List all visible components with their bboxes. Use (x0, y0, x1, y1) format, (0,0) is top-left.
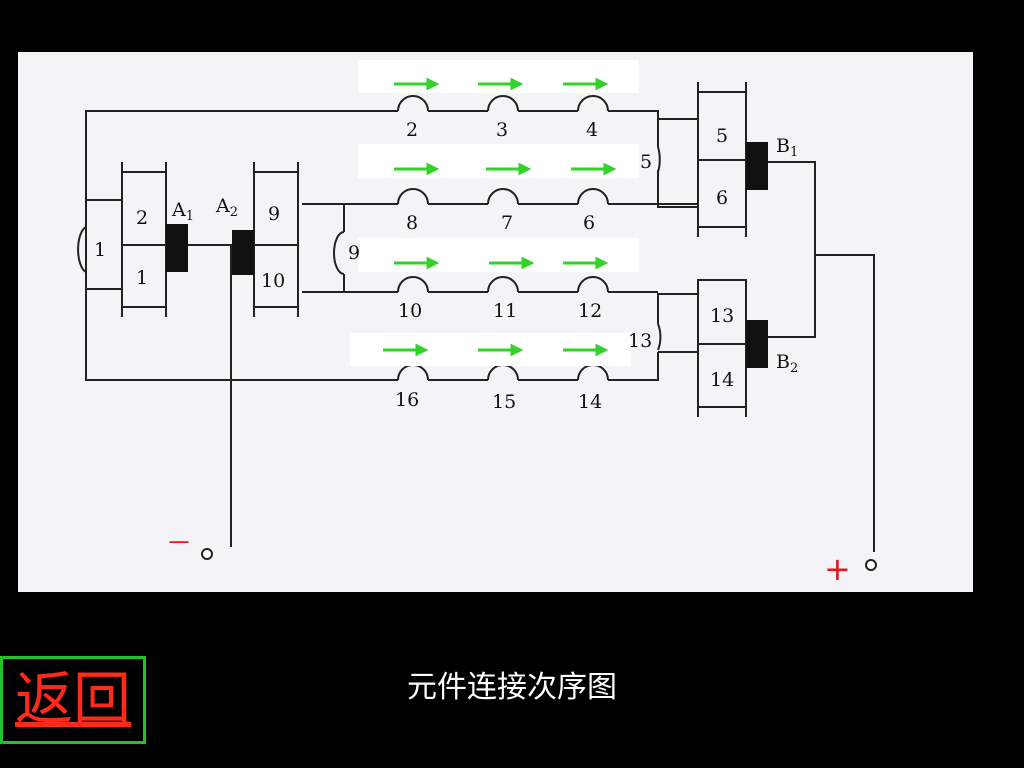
coil-11-label: 11 (493, 300, 517, 322)
coil-13-label: 13 (628, 330, 652, 352)
coil-10-label: 10 (398, 300, 422, 322)
brush-b2 (746, 320, 768, 368)
winding-diagram: 2 3 4 8 7 6 10 11 12 16 15 14 1 9 5 13 2… (18, 52, 973, 592)
brush-b2-label: B2 (776, 351, 798, 376)
arrows (383, 77, 617, 357)
brush-a1 (166, 224, 188, 272)
plus-sign: + (824, 550, 851, 588)
segment-10-label: 10 (261, 270, 285, 292)
brush-a2 (232, 230, 254, 275)
brush-a2-label: A2 (215, 195, 238, 220)
brush-b1 (746, 142, 768, 190)
brush-b1-label: B1 (776, 135, 798, 160)
coil-14-label: 14 (578, 391, 602, 413)
coil-3-label: 3 (496, 119, 508, 141)
segment-9-label: 9 (268, 203, 280, 225)
minus-sign: － (166, 529, 192, 559)
coil-12-label: 12 (578, 300, 602, 322)
minus-terminal (201, 548, 213, 560)
coil-6-label: 6 (583, 212, 595, 234)
winding-svg: 2 3 4 8 7 6 10 11 12 16 15 14 1 9 5 13 2… (77, 60, 877, 588)
coil-16-label: 16 (395, 389, 419, 411)
brush-a1-label: A1 (171, 199, 194, 224)
coil-4-label: 4 (586, 119, 598, 141)
plus-terminal (865, 559, 877, 571)
segment-14-label: 14 (710, 369, 734, 391)
segment-2-label: 2 (136, 207, 148, 229)
coil-1-label: 1 (94, 239, 106, 261)
coil-7-label: 7 (501, 212, 513, 234)
coil-8-label: 8 (406, 212, 418, 234)
segment-1-label: 1 (136, 267, 148, 289)
back-button[interactable]: 返回 (0, 656, 146, 744)
coil-9-label: 9 (348, 242, 360, 264)
coil-15-label: 15 (492, 391, 516, 413)
segment-13-label: 13 (710, 305, 734, 327)
coil-5-label: 5 (640, 151, 652, 173)
segment-5-label: 5 (716, 125, 728, 147)
coil-2-label: 2 (406, 119, 418, 141)
segment-6-label: 6 (716, 187, 728, 209)
diagram-caption: 元件连接次序图 (407, 670, 617, 705)
